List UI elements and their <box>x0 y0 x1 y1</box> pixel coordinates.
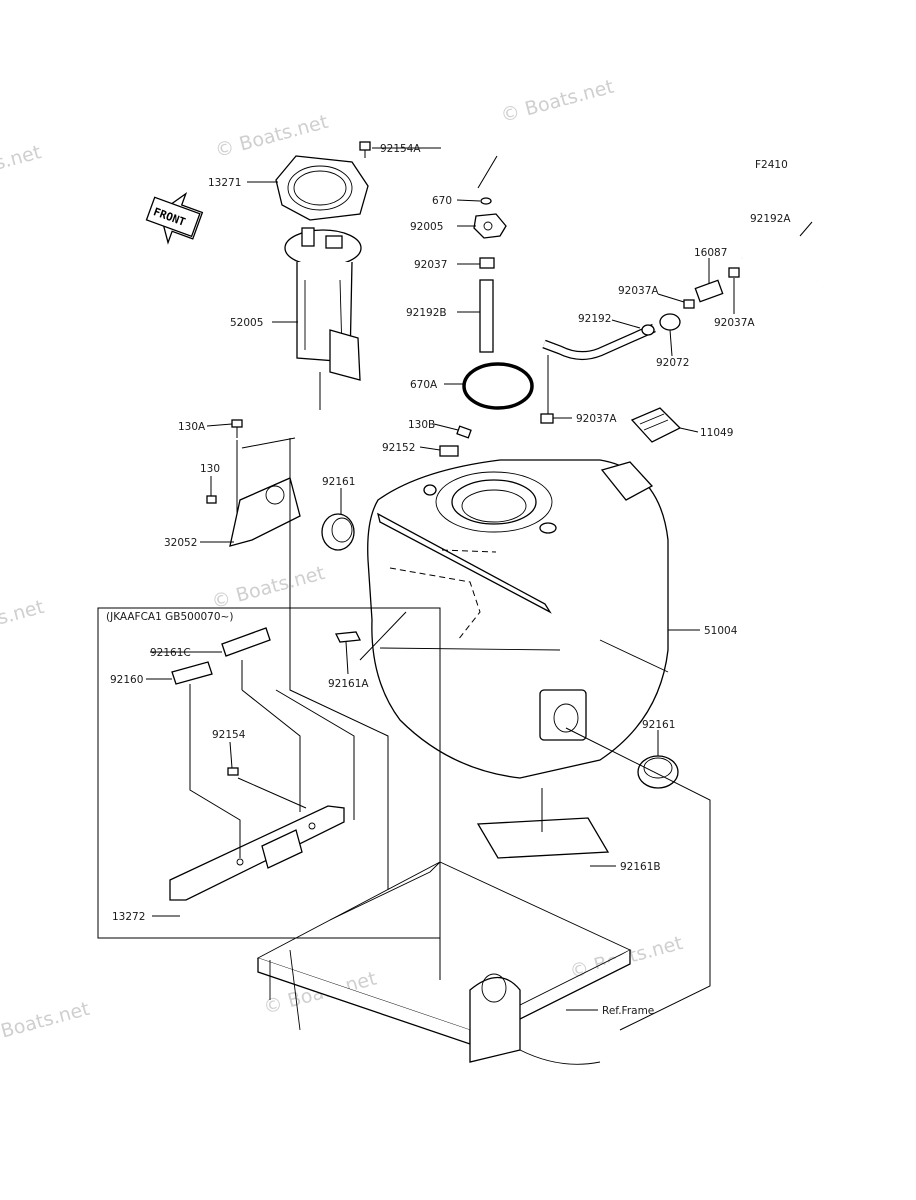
label-92037A-left: 92037A <box>618 285 659 297</box>
filler-cap-11049 <box>630 407 682 443</box>
grommet-92161-top <box>321 513 355 551</box>
check-valve-16087 <box>694 279 724 303</box>
ref-frame <box>256 861 632 1065</box>
pad-92161B <box>476 817 610 859</box>
hose-92192 <box>542 323 656 360</box>
o-ring-670A <box>462 362 534 410</box>
label-92161-right: 92161 <box>642 719 675 731</box>
clamp-92037 <box>479 257 495 269</box>
watermark: © Boats.net <box>0 141 44 192</box>
label-670: 670 <box>432 195 452 207</box>
watermark: © Boats.net <box>498 76 616 127</box>
label-92005: 92005 <box>410 221 443 233</box>
label-92072: 92072 <box>656 357 689 369</box>
fuel-pump-52005 <box>284 227 362 410</box>
label-92161C: 92161C <box>150 647 191 659</box>
label-32052: 32052 <box>164 537 197 549</box>
label-13271: 13271 <box>208 177 241 189</box>
clamp-92037A-tank <box>540 413 554 424</box>
clamp-92037A-left <box>683 299 695 309</box>
fuel-tank-51004 <box>367 459 669 779</box>
label-130B: 130B <box>408 419 435 431</box>
label-ref-frame: Ref.Frame <box>602 1005 654 1017</box>
watermark: © Boats.net <box>0 596 46 647</box>
label-51004: 51004 <box>704 625 738 637</box>
label-130: 130 <box>200 463 220 475</box>
bracket-32052 <box>229 477 301 547</box>
o-ring-670 <box>480 197 492 205</box>
variant-box <box>97 607 441 939</box>
label-92192A: 92192A <box>750 213 791 225</box>
bolt-92154 <box>227 767 239 776</box>
fitting-92005 <box>473 213 507 239</box>
hose-92192A <box>741 234 819 283</box>
clip-92152 <box>439 445 459 457</box>
watermark: © Boats.net <box>209 562 327 613</box>
part-labels: 92154A 13271 670 92005 92037 92192B 5200… <box>110 143 791 1017</box>
leader-lines <box>146 147 813 1031</box>
watermark: © Boats.net <box>213 111 331 162</box>
clip-92072 <box>659 313 681 331</box>
label-92037: 92037 <box>414 259 447 271</box>
label-92192: 92192 <box>578 313 611 325</box>
label-92154: 92154 <box>212 729 246 741</box>
diagram-code: F2410 <box>755 159 788 171</box>
watermark: © Boats.net <box>0 998 92 1049</box>
bolt-92154A <box>359 141 371 158</box>
tank-strap <box>377 512 552 614</box>
clamp-92037A-right <box>728 267 740 278</box>
grommet-92161-right <box>637 755 679 789</box>
label-92037A-right: 92037A <box>714 317 755 329</box>
label-92037A-tank: 92037A <box>576 413 617 425</box>
label-13272: 13272 <box>112 911 145 923</box>
label-16087: 16087 <box>694 247 727 259</box>
label-92160: 92160 <box>110 674 143 686</box>
pad-92161C <box>221 627 271 657</box>
rail-13272 <box>169 805 345 901</box>
label-130A: 130A <box>178 421 206 433</box>
pump-plate-13271 <box>275 155 369 221</box>
label-92161B: 92161B <box>620 861 661 873</box>
bolt-130A <box>231 419 243 438</box>
pad-92160 <box>171 661 213 685</box>
label-92154A: 92154A <box>380 143 421 155</box>
hose-92192B <box>479 279 494 353</box>
front-arrow-icon: FRONT <box>145 191 204 245</box>
variant-note: (JKAAFCA1 GB500070~) <box>106 611 233 623</box>
bolt-130 <box>206 495 217 504</box>
label-670A: 670A <box>410 379 438 391</box>
bolt-130B <box>456 425 472 439</box>
label-52005: 52005 <box>230 317 263 329</box>
label-92161A: 92161A <box>328 678 369 690</box>
label-92161-top: 92161 <box>322 476 355 488</box>
label-92152: 92152 <box>382 442 415 454</box>
label-92192B: 92192B <box>406 307 447 319</box>
pad-92161A <box>334 631 362 643</box>
label-11049: 11049 <box>700 427 733 439</box>
